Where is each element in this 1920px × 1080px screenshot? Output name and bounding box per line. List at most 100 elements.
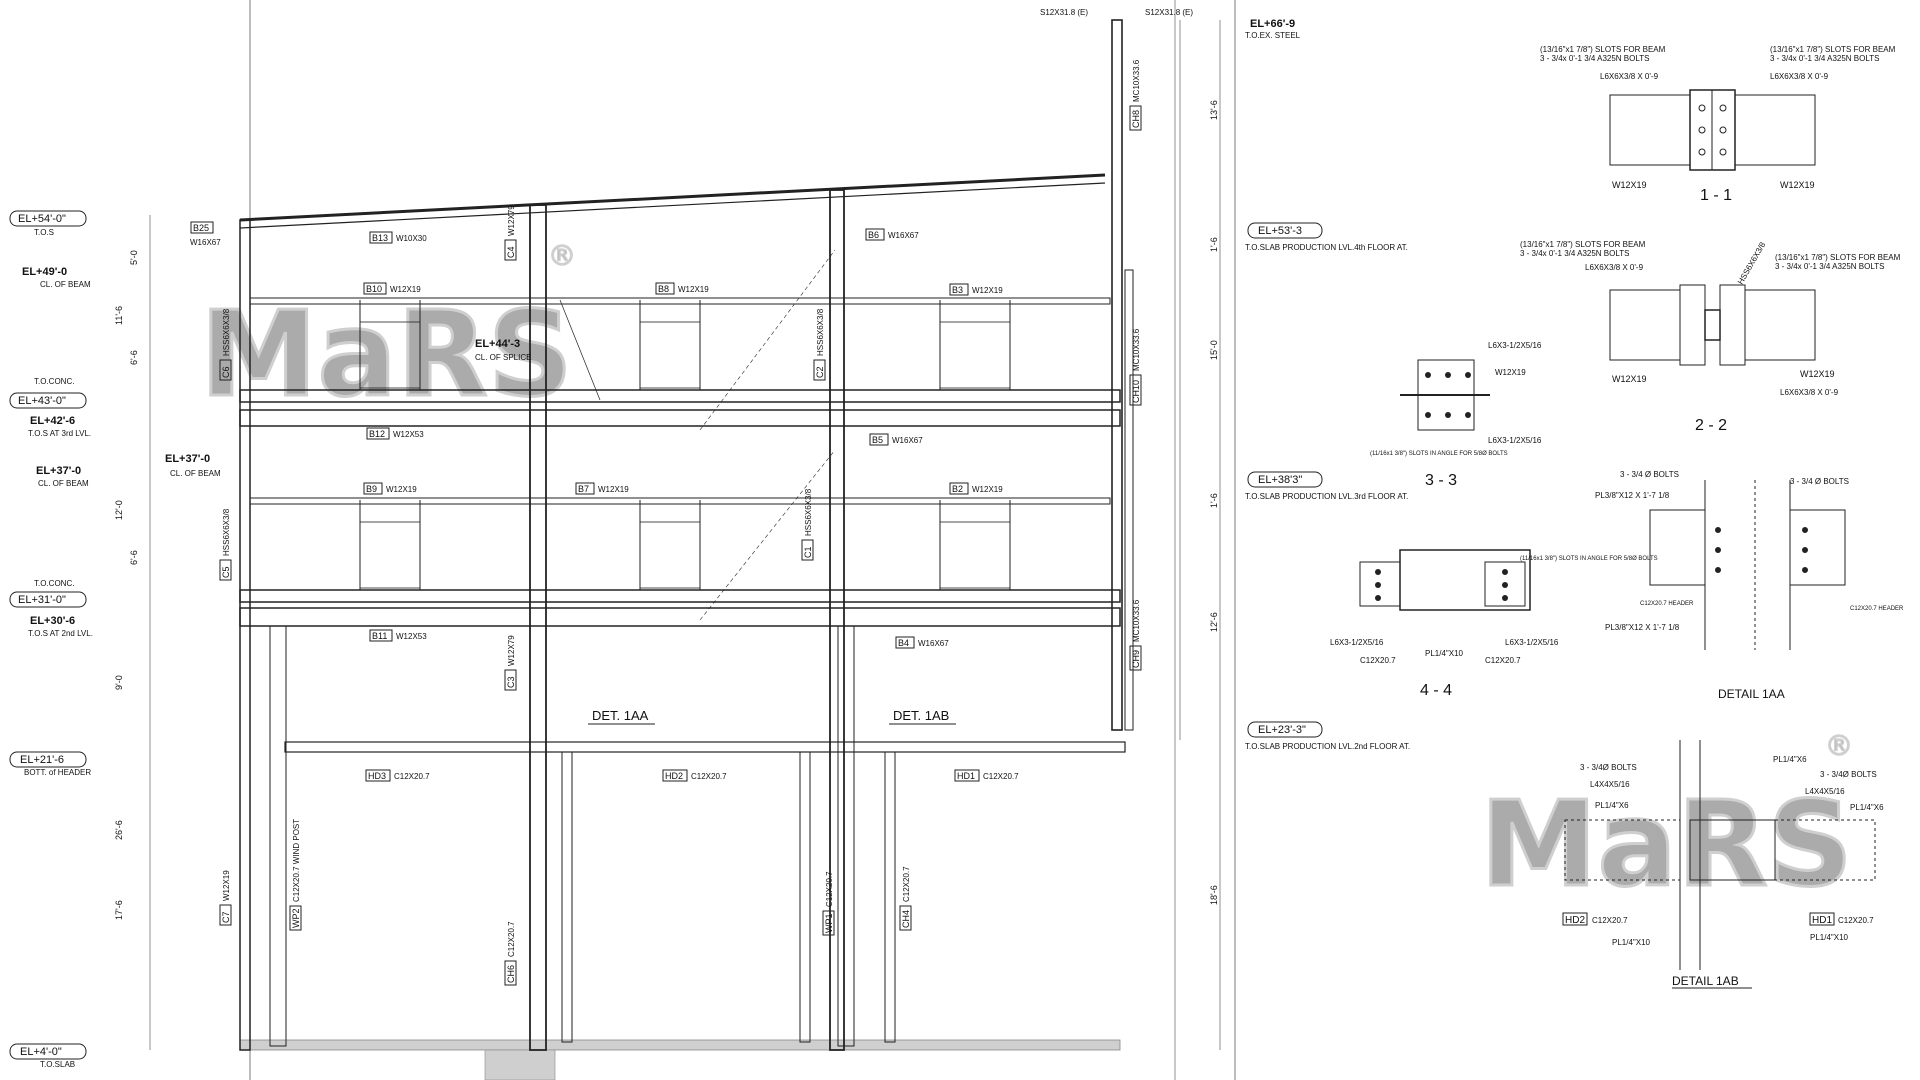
svg-text:W12X19: W12X19 bbox=[972, 485, 1003, 494]
svg-text:5'-0: 5'-0 bbox=[129, 250, 139, 265]
svg-text:B25: B25 bbox=[193, 223, 209, 233]
svg-text:B6: B6 bbox=[868, 230, 879, 240]
section-3-3: L6X3-1/2X5/16 W12X19 L6X3-1/2X5/16 (11/1… bbox=[1370, 341, 1542, 489]
member-tag-b6: B6 W16X67 bbox=[865, 228, 919, 241]
svg-text:B2: B2 bbox=[952, 484, 963, 494]
svg-text:T.O.SLAB PRODUCTION LVL.4th FL: T.O.SLAB PRODUCTION LVL.4th FLOOR AT. bbox=[1245, 243, 1408, 252]
svg-text:®: ® bbox=[1825, 729, 1853, 762]
svg-text:MaRS: MaRS bbox=[1480, 775, 1853, 913]
svg-text:C4: C4 bbox=[506, 246, 516, 258]
svg-text:B8: B8 bbox=[658, 284, 669, 294]
svg-text:PL3/8"X12 X 1'-7 1/8: PL3/8"X12 X 1'-7 1/8 bbox=[1605, 623, 1680, 632]
svg-text:W16X67: W16X67 bbox=[888, 231, 919, 240]
svg-text:PL1/4"X10: PL1/4"X10 bbox=[1810, 933, 1849, 942]
svg-text:PL1/4"X10: PL1/4"X10 bbox=[1425, 649, 1464, 658]
svg-text:1 - 1: 1 - 1 bbox=[1700, 187, 1732, 204]
svg-text:W12X19: W12X19 bbox=[1780, 180, 1815, 190]
svg-text:L6X3-1/2X5/16: L6X3-1/2X5/16 bbox=[1505, 638, 1559, 647]
svg-text:BOTT. of HEADER: BOTT. of HEADER bbox=[24, 768, 91, 777]
svg-text:HD2: HD2 bbox=[1565, 915, 1585, 926]
svg-text:17'-6: 17'-6 bbox=[114, 900, 124, 920]
member-tag-c5: C5 HSS6X6X3/8 bbox=[219, 508, 232, 581]
svg-text:CH10: CH10 bbox=[1131, 380, 1141, 403]
svg-text:C5: C5 bbox=[221, 566, 231, 578]
watermark-left: MaRS ® bbox=[199, 238, 577, 424]
svg-text:W12X19: W12X19 bbox=[390, 285, 421, 294]
svg-text:C3: C3 bbox=[506, 676, 516, 688]
elevation-tags-left: EL+54'-0" T.O.S EL+49'-0 CL. OF BEAM T.O… bbox=[9, 210, 93, 1069]
svg-text:B10: B10 bbox=[366, 284, 382, 294]
svg-text:C12X20.7: C12X20.7 bbox=[507, 921, 516, 957]
svg-text:W16X67: W16X67 bbox=[190, 238, 221, 247]
svg-text:9'-0: 9'-0 bbox=[114, 675, 124, 690]
svg-text:(11/16x1 3/8") SLOTS IN ANGLE: (11/16x1 3/8") SLOTS IN ANGLE FOR 5/8Ø B… bbox=[1520, 556, 1658, 562]
svg-text:12'-6: 12'-6 bbox=[1209, 612, 1219, 632]
svg-text:W12X19: W12X19 bbox=[972, 286, 1003, 295]
svg-text:WP2: WP2 bbox=[291, 908, 301, 928]
svg-text:1'-6: 1'-6 bbox=[1209, 493, 1219, 508]
svg-text:B12: B12 bbox=[369, 429, 385, 439]
svg-text:1'-6: 1'-6 bbox=[1209, 237, 1219, 252]
svg-text:L6X6X3/8 X 0'-9: L6X6X3/8 X 0'-9 bbox=[1585, 263, 1644, 272]
svg-text:C12X20.7: C12X20.7 bbox=[902, 866, 911, 902]
detail-1aa: 3 - 3/4 Ø BOLTS 3 - 3/4 Ø BOLTS PL3/8"X1… bbox=[1595, 470, 1904, 701]
svg-text:T.O.SLAB PRODUCTION LVL.3rd FL: T.O.SLAB PRODUCTION LVL.3rd FLOOR AT. bbox=[1245, 492, 1408, 501]
svg-text:MC10X33.6: MC10X33.6 bbox=[1132, 59, 1141, 102]
svg-text:L4X4X5/16: L4X4X5/16 bbox=[1590, 780, 1630, 789]
svg-text:EL+30'-6: EL+30'-6 bbox=[30, 615, 75, 627]
svg-text:C7: C7 bbox=[221, 911, 231, 923]
svg-text:L6X3-1/2X5/16: L6X3-1/2X5/16 bbox=[1330, 638, 1384, 647]
svg-text:EL+44'-3: EL+44'-3 bbox=[475, 338, 520, 350]
svg-text:C12X20.7: C12X20.7 bbox=[691, 772, 727, 781]
svg-text:PL1/4"X6: PL1/4"X6 bbox=[1595, 801, 1629, 810]
svg-text:HD3: HD3 bbox=[368, 771, 386, 781]
svg-text:CH9: CH9 bbox=[1131, 650, 1141, 668]
svg-text:C1: C1 bbox=[803, 546, 813, 558]
svg-text:W12X19: W12X19 bbox=[1495, 368, 1526, 377]
svg-text:HSS6X6X3/8: HSS6X6X3/8 bbox=[222, 508, 231, 556]
svg-text:B7: B7 bbox=[578, 484, 589, 494]
svg-text:C12X20.7: C12X20.7 bbox=[1838, 916, 1874, 925]
svg-text:B9: B9 bbox=[366, 484, 377, 494]
svg-text:DETAIL 1AA: DETAIL 1AA bbox=[1718, 687, 1785, 701]
svg-text:T.O.CONC.: T.O.CONC. bbox=[34, 377, 74, 386]
member-tag-c4: C4 W12X79 bbox=[504, 205, 517, 261]
svg-text:W12X19: W12X19 bbox=[1612, 374, 1647, 384]
detail-callouts: DET. 1AA DET. 1AB bbox=[588, 708, 956, 725]
svg-text:T.O.SLAB: T.O.SLAB bbox=[40, 1060, 75, 1069]
svg-text:EL+37'-0: EL+37'-0 bbox=[36, 465, 81, 477]
svg-text:C12X20.7: C12X20.7 bbox=[983, 772, 1019, 781]
svg-text:L6X6X3/8 X 0'-9: L6X6X3/8 X 0'-9 bbox=[1600, 72, 1659, 81]
svg-text:EL+31'-0": EL+31'-0" bbox=[18, 594, 66, 606]
svg-text:HSS6X6X3/8: HSS6X6X3/8 bbox=[1736, 240, 1768, 286]
dimensions-right: 13'-6 1'-6 15'-0 1'-6 12'-6 18'-6 bbox=[1209, 100, 1219, 905]
svg-text:PL1/4"X10: PL1/4"X10 bbox=[1612, 938, 1651, 947]
svg-text:EL+43'-0": EL+43'-0" bbox=[18, 395, 66, 407]
svg-text:PL3/8"X12 X 1'-7 1/8: PL3/8"X12 X 1'-7 1/8 bbox=[1595, 491, 1670, 500]
svg-text:3 - 3/4Ø BOLTS: 3 - 3/4Ø BOLTS bbox=[1820, 770, 1877, 779]
svg-text:3 - 3: 3 - 3 bbox=[1425, 472, 1457, 489]
svg-text:W10X30: W10X30 bbox=[396, 234, 427, 243]
svg-text:EL+53'-3: EL+53'-3 bbox=[1258, 225, 1302, 237]
svg-text:W12X19: W12X19 bbox=[1612, 180, 1647, 190]
svg-text:L6X3-1/2X5/16: L6X3-1/2X5/16 bbox=[1488, 341, 1542, 350]
svg-text:CH6: CH6 bbox=[506, 965, 516, 983]
svg-text:W12X79: W12X79 bbox=[507, 205, 516, 236]
svg-text:®: ® bbox=[548, 239, 576, 272]
svg-text:C2: C2 bbox=[815, 366, 825, 378]
svg-text:15'-0: 15'-0 bbox=[1209, 340, 1219, 360]
